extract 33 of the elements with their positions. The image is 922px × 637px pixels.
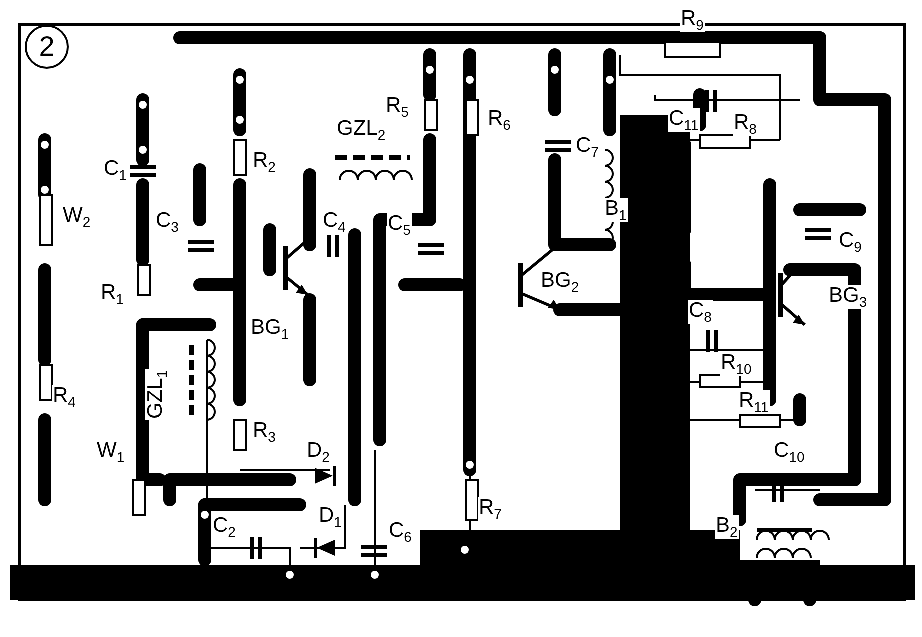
component-label: C$_{6}$	[388, 520, 413, 544]
component-label: R$_{8}$	[733, 112, 758, 136]
component-label: R$_{6}$	[487, 108, 512, 132]
component-label: C$_{7}$	[575, 135, 600, 160]
component-label: BG$_{3}$	[828, 285, 868, 310]
component-label: C$_{11}$	[668, 108, 700, 132]
component-label: C$_{4}$	[322, 210, 347, 234]
component-label: R$_{3}$	[252, 420, 277, 444]
component-label: R$_{5}$	[385, 95, 410, 120]
component-label: BG$_{2}$	[540, 270, 580, 294]
circled-number: 2	[25, 25, 69, 69]
component-label: B$_{1}$	[604, 198, 628, 222]
component-label: C$_{10}$	[773, 440, 806, 464]
component-label: C$_{2}$	[212, 515, 237, 540]
component-label: C$_{1}$	[103, 158, 128, 182]
component-label: C$_{9}$	[838, 230, 863, 254]
component-label: R$_{2}$	[252, 150, 277, 174]
component-label: C$_{8}$	[688, 300, 713, 324]
component-label: C$_{5}$	[387, 213, 412, 238]
component-label: W$_{2}$	[62, 205, 92, 230]
component-label: R$_{1}$	[100, 282, 125, 306]
component-label: W$_{1}$	[96, 440, 126, 464]
component-label: BG$_{1}$	[250, 317, 290, 342]
component-label: GZL$_{2}$	[336, 118, 387, 142]
component-label: R$_{7}$	[478, 497, 503, 522]
component-label: R$_{11}$	[738, 390, 770, 414]
component-label: R$_{10}$	[720, 352, 753, 376]
component-label: R$_{9}$	[680, 8, 705, 32]
component-label: D$_{1}$	[318, 505, 343, 530]
component-label: D$_{2}$	[306, 440, 331, 464]
component-label: R$_{4}$	[52, 385, 77, 410]
component-label: B$_{2}$	[715, 515, 739, 540]
component-label: C$_{3}$	[155, 210, 180, 234]
